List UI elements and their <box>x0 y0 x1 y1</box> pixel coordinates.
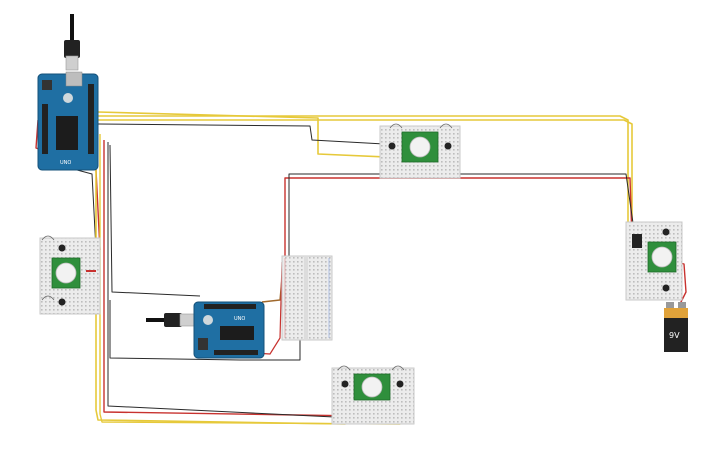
pir-dome-top <box>409 136 431 158</box>
transistor-left-bottom <box>58 298 66 306</box>
arduino-main-brand: UNO <box>60 160 71 166</box>
pir-dome-left <box>55 262 77 284</box>
wire-yellow-top-pir <box>97 111 411 159</box>
battery-9v[interactable]: 9V <box>664 302 688 352</box>
transistor-bottom-right <box>396 380 404 388</box>
battery-label: 9V <box>669 331 680 340</box>
arduino-uno-main[interactable]: UNO <box>37 14 99 171</box>
arduino-uno-second[interactable]: UNO <box>146 301 265 359</box>
breadboard-center[interactable] <box>281 255 333 341</box>
transistor-bottom-left <box>341 380 349 388</box>
wire-yellow-top-right-2 <box>98 119 633 226</box>
usb-plug-second <box>164 313 182 327</box>
transistor-right-bottom <box>662 284 670 292</box>
voltage-regulator <box>632 234 642 248</box>
usb-cable-main <box>70 14 74 44</box>
usb-plug-main <box>64 40 80 58</box>
transistor-left-top <box>58 244 66 252</box>
arduino-second-brand: UNO <box>234 316 245 322</box>
pir-sensor-left[interactable] <box>39 235 101 315</box>
transistor-top-right <box>444 142 452 150</box>
pir-dome-bottom <box>361 376 383 398</box>
usb-cable-second <box>146 318 166 322</box>
wire-red-mid-right <box>284 177 633 262</box>
pir-dome-right <box>651 246 673 268</box>
wire-black-bottom <box>109 300 301 361</box>
pir-sensor-top[interactable] <box>379 123 461 179</box>
transistor-top-left <box>388 142 396 150</box>
wire-black-left-down <box>107 142 356 419</box>
wire-black-mid-right <box>288 173 637 262</box>
pir-sensor-right[interactable] <box>625 221 683 301</box>
wire-yellow-top-right <box>98 115 629 226</box>
pir-sensor-bottom[interactable] <box>331 365 415 425</box>
wire-black-to-uno2 <box>109 144 201 297</box>
transistor-right-top <box>662 228 670 236</box>
wire-black-top-pir <box>97 123 386 145</box>
